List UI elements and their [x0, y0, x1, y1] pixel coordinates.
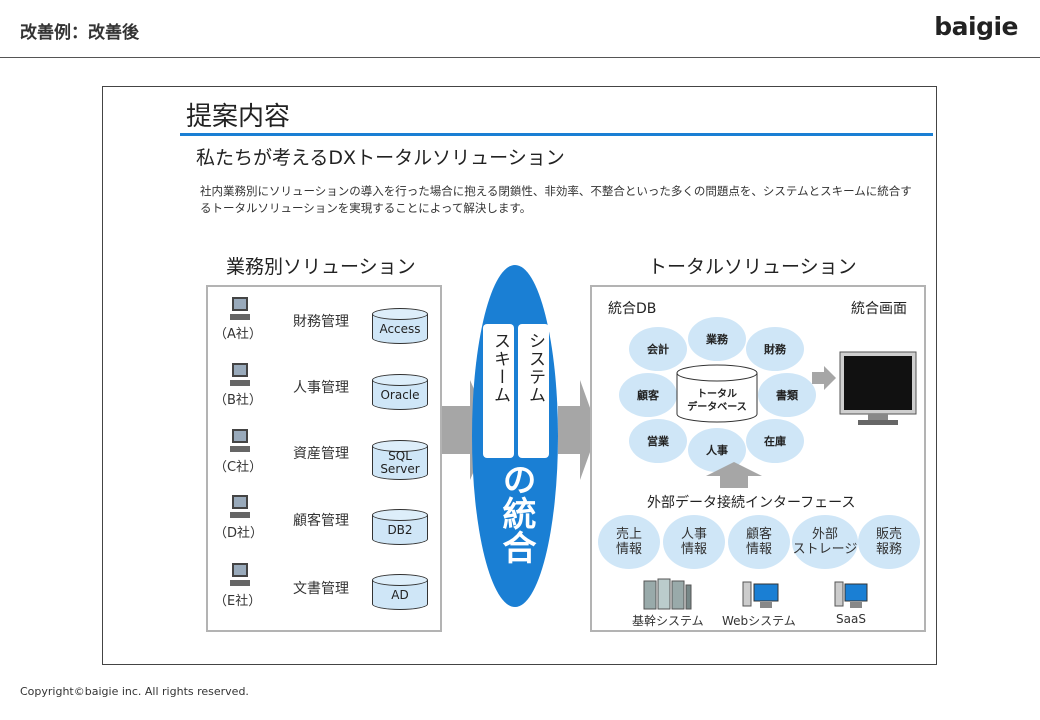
- task-label: 顧客管理: [293, 513, 349, 529]
- system-label: Webシステム: [722, 614, 796, 628]
- database-label: AD: [391, 588, 409, 602]
- slide-header: 改善例：改善後 baigie: [0, 0, 1040, 58]
- external-bubble: 販売 報務: [858, 515, 920, 569]
- interface-title: 外部データ接続インターフェース: [647, 495, 856, 511]
- proposal-subtitle: 私たちが考えるDXトータルソリューション: [196, 147, 565, 169]
- database-cylinder: Oracle: [372, 374, 428, 412]
- core-database-label: トータル データベース: [687, 389, 747, 413]
- database-cylinder: Access: [372, 308, 428, 346]
- integration-text: の統合: [496, 462, 536, 564]
- copyright-text: Copyright©baigie inc. All rights reserve…: [20, 685, 249, 698]
- task-label: 財務管理: [293, 314, 349, 330]
- system-card: システム: [518, 324, 549, 458]
- db-bubble: 会計: [629, 327, 687, 371]
- server-rack-icon: [643, 578, 692, 610]
- database-cylinder: SQL Server: [372, 440, 428, 480]
- left-heading: 業務別ソリューション: [226, 256, 416, 278]
- task-label: 文書管理: [293, 581, 349, 597]
- company-label: （B社）: [214, 393, 262, 408]
- computer-icon: [230, 563, 250, 586]
- up-arrow-icon: [706, 462, 762, 488]
- db-bubble: 顧客: [619, 373, 677, 417]
- db-bubble: 財務: [746, 327, 804, 371]
- database-label: Oracle: [380, 388, 420, 402]
- company-label: （D社）: [214, 526, 264, 541]
- saas-computer-icon: [834, 581, 868, 608]
- right-heading: トータルソリューション: [648, 256, 857, 278]
- system-label: SaaS: [836, 612, 866, 626]
- computer-icon: [230, 429, 250, 452]
- scheme-card: スキーム: [483, 324, 514, 458]
- database-label: DB2: [387, 523, 413, 537]
- company-label: （A社）: [214, 327, 262, 342]
- database-label: SQL Server: [380, 449, 420, 476]
- external-bubble: 人事 情報: [663, 515, 725, 569]
- database-cylinder: AD: [372, 574, 428, 612]
- web-computer-icon: [742, 581, 779, 608]
- integrated-db-label: 統合DB: [608, 301, 657, 317]
- right-arrow-icon: [812, 366, 836, 390]
- core-database-cylinder: [676, 364, 758, 423]
- external-bubble: 売上 情報: [598, 515, 660, 569]
- title-rule: [180, 133, 933, 136]
- system-text: システム: [525, 332, 545, 404]
- integrated-screen-label: 統合画面: [851, 301, 907, 317]
- proposal-description: 社内業務別にソリューションの導入を行った場合に抱える閉鎖性、非効率、不整合といっ…: [200, 184, 912, 215]
- right-arrow-shape: [558, 380, 598, 480]
- computer-icon: [230, 495, 250, 518]
- db-bubble: 書類: [758, 373, 816, 417]
- brand-logo: baigie: [934, 12, 1018, 41]
- scheme-text: スキーム: [490, 332, 510, 404]
- slide-title: 改善例：改善後: [20, 23, 139, 43]
- system-label: 基幹システム: [632, 614, 704, 628]
- company-label: （E社）: [214, 594, 262, 609]
- task-label: 資産管理: [293, 446, 349, 462]
- database-label: Access: [379, 322, 421, 336]
- external-bubble: 顧客 情報: [728, 515, 790, 569]
- db-bubble: 在庫: [746, 419, 804, 463]
- db-bubble: 営業: [629, 419, 687, 463]
- db-bubble: 業務: [688, 317, 746, 361]
- task-label: 人事管理: [293, 380, 349, 396]
- proposal-title: 提案内容: [186, 102, 291, 132]
- company-label: （C社）: [214, 460, 263, 475]
- monitor-icon: [839, 351, 917, 425]
- external-bubble: 外部 ストレージ: [792, 515, 858, 569]
- computer-icon: [230, 363, 250, 386]
- content-frame: [102, 86, 937, 665]
- database-cylinder: DB2: [372, 509, 428, 547]
- computer-icon: [230, 297, 250, 320]
